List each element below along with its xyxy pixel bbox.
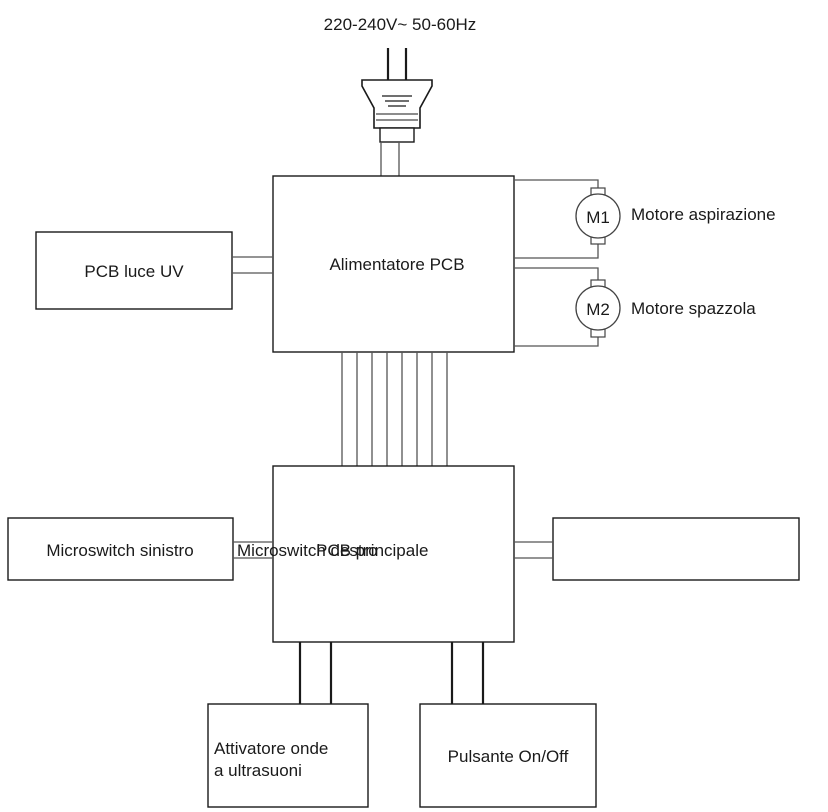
left-microswitch-connection (233, 541, 273, 559)
ultrasonic-connection (298, 642, 333, 704)
onoff-button-block (419, 703, 597, 808)
left-microswitch-label: Microswitch sinistro (46, 541, 193, 560)
uv-connection (232, 256, 273, 274)
mains-cable (380, 142, 400, 176)
power-rating-label: 220-240V~ 50-60Hz (324, 15, 477, 34)
uv-pcb-block (35, 231, 233, 310)
motor-2-label: Motore spazzola (631, 299, 756, 318)
onoff-label: Pulsante On/Off (448, 747, 569, 766)
main-pcb-label: PCB principale (316, 541, 428, 560)
motor-2-icon (575, 279, 621, 338)
ultrasonic-activator-block (207, 703, 369, 808)
onoff-connection (450, 642, 485, 704)
uv-pcb-label: PCB luce UV (84, 262, 184, 281)
motor-1-symbol: M1 (586, 208, 610, 227)
motor-2-symbol: M2 (586, 300, 610, 319)
left-microswitch-block (7, 517, 234, 581)
right-empty-block (552, 517, 800, 581)
psu-block (272, 175, 515, 353)
psu-label: Alimentatore PCB (329, 255, 464, 274)
power-plug-icon (361, 48, 433, 143)
psu-main-bus (341, 352, 448, 466)
right-block-connection (514, 541, 553, 559)
ultrasonic-label-line1: Attivatore onde (214, 739, 328, 758)
ultrasonic-label-line2: a ultrasuoni (214, 761, 302, 780)
right-microswitch-label: Microswitch destro (237, 541, 378, 560)
motor-1-icon (575, 187, 621, 245)
motor-1-label: Motore aspirazione (631, 205, 776, 224)
main-pcb-block (272, 465, 515, 643)
